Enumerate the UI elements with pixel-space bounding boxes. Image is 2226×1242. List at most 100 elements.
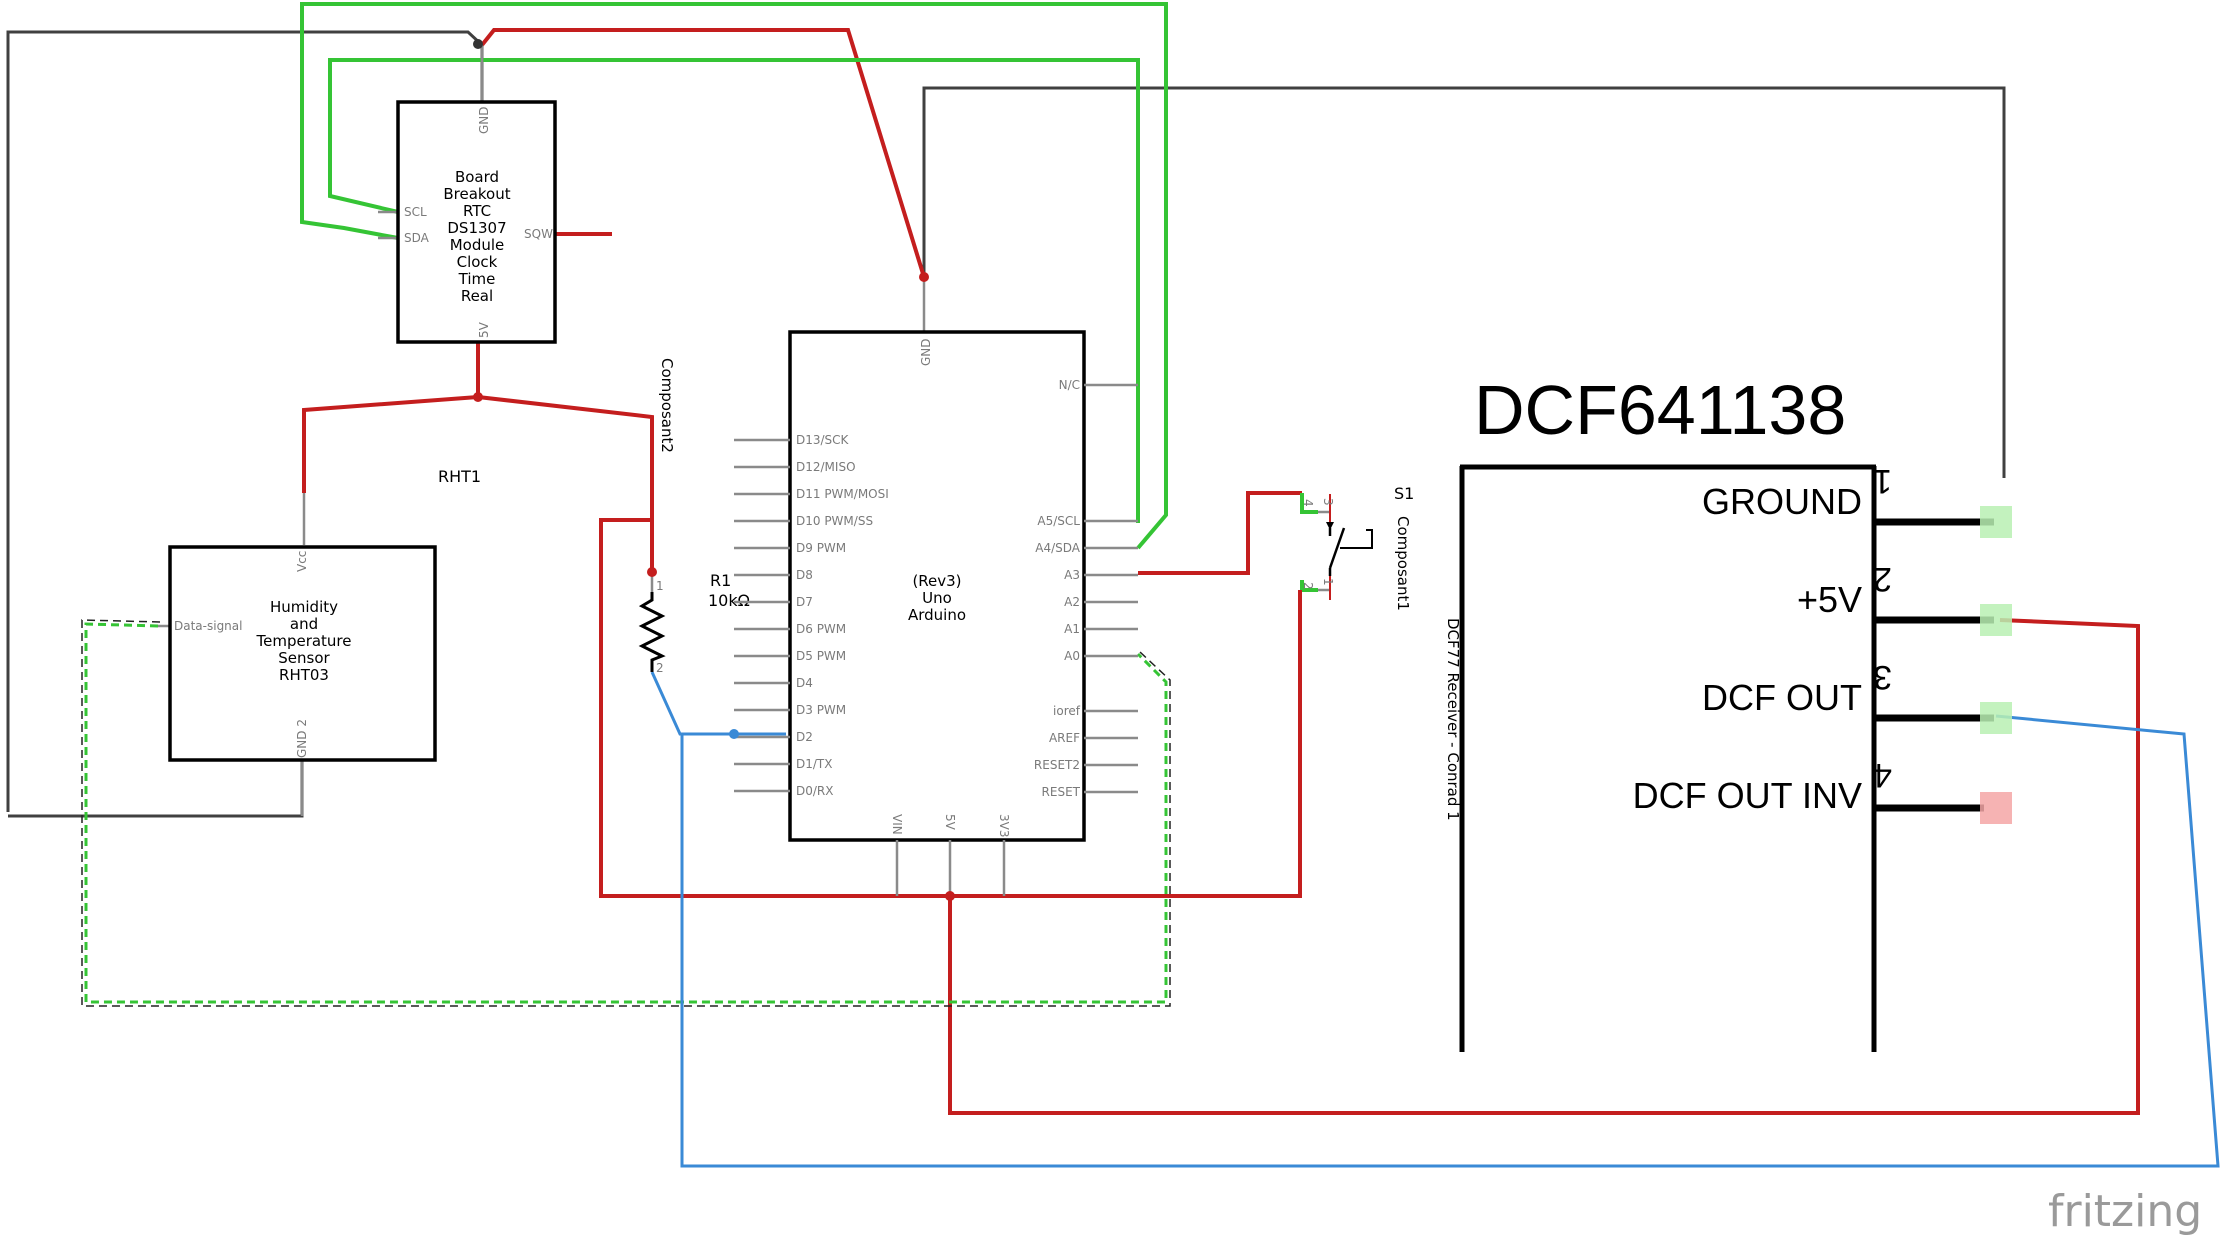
rht-title-line: Temperature [255,632,351,650]
dcf-side-label: DCF77 Receiver - Conrad 1 [1444,618,1462,821]
power-wire-rtc-gnd-to-arduino[interactable] [480,28,926,278]
wires [6,2,2220,1168]
switch-lever [1328,527,1346,569]
arduino-bottom-pin-label: 5V [943,814,957,831]
junction-dot [729,729,739,739]
rht-pin-gnd: GND 2 [295,719,309,758]
resistor-part: Composant2 [658,358,676,453]
dcf-pin-number: 2 [1873,560,1892,598]
arduino-left-pin-label: D2 [796,730,813,744]
resistor-pin1: 1 [656,579,664,593]
junction-dot [647,567,657,577]
resistor-zigzag [638,592,666,672]
data-wire-rht-a0-outline [81,619,1171,1007]
rtc-title-line: Time [458,270,496,288]
switch-pin-4: 4 [1301,499,1315,507]
arduino-left-pin-label: D10 PWM/SS [796,514,873,528]
arduino-right-pin-label: N/C [1059,378,1080,392]
arduino-right-pin-label: A2 [1064,595,1080,609]
junctions [473,39,955,901]
rht-pin-data: Data-signal [174,619,242,633]
arduino-left-pin-label: D3 PWM [796,703,846,717]
rtc-body [396,100,557,344]
arduino-right-pin-label: ioref [1053,704,1081,718]
signal-wire-resistor-d2[interactable] [650,671,786,736]
rht-title-line: RHT03 [279,666,329,684]
i2c-wire-scl[interactable] [328,58,1140,523]
resistor-value: 10kΩ [708,591,750,610]
dcf-pin-connected-marker[interactable] [1980,702,2012,734]
switch-actuator [1340,529,1373,549]
dcf-pin-connected-marker[interactable] [1980,604,2012,636]
dcf-pin-unconnected-marker[interactable] [1980,792,2012,824]
fritzing-logo: fritzing [2048,1186,2202,1237]
i2c-wire-sda[interactable] [300,2,1168,550]
power-wire-resistor[interactable] [477,395,654,572]
rtc-pin-5v: 5V [477,321,491,338]
arduino-left-pin-label: D11 PWM/MOSI [796,487,889,501]
ground-wire-dcf[interactable] [922,86,2006,478]
junction-dot [945,891,955,901]
power-wire-a3-switch[interactable] [1138,491,1302,575]
junction-dot [919,272,929,282]
dcf-pin-number: 1 [1873,462,1892,500]
rtc-pin-scl: SCL [404,205,427,219]
arduino-left-pin-label: D8 [796,568,813,582]
dcf-pin-name: GROUND [1702,481,1862,522]
rtc-title-line: Clock [457,253,498,271]
power-wire-rht-vcc[interactable] [302,395,479,493]
switch-pin-2: 2 [1301,582,1315,590]
power-wire-5v-bus[interactable] [599,518,1302,898]
rtc-pin-gnd: GND [477,106,491,134]
arduino-right-pin-label: A5/SCL [1037,514,1080,528]
signal-wire-dcf-out[interactable] [680,714,2220,1168]
dcf-pin-number: 4 [1873,756,1892,794]
arduino-left-pin-label: D9 PWM [796,541,846,555]
arduino-right-pin-label: A4/SDA [1035,541,1081,555]
rht-label: RHT1 [438,467,481,486]
dcf-pin-name: DCF OUT [1702,677,1862,718]
arduino-title-line: (Rev3) [912,572,961,590]
dcf-pin-name: +5V [1797,579,1862,620]
rtc-title-line: Breakout [443,185,510,203]
arduino-right-pin-label: A3 [1064,568,1080,582]
resistor-pin2: 2 [656,661,664,675]
dcf-title: DCF641138 [1474,371,1846,449]
rht-title-line: Sensor [278,649,330,667]
switch-pin-1: 1 [1321,578,1335,586]
arduino-title-line: Uno [922,589,952,607]
dcf-pin-name: DCF OUT INV [1633,775,1862,816]
rht-sensor[interactable]: RHT1 Vcc Data-signal GND 2 HumidityandTe… [158,467,481,816]
power-wire-5v-to-dcf[interactable] [948,618,2140,1115]
arduino-title-line: Arduino [908,606,966,624]
resistor-r1[interactable]: 1 2 R1 10kΩ Composant2 [638,358,750,675]
ground-wire-rht[interactable] [8,760,304,818]
rtc-module[interactable]: GND 5V SCL SDA SQW BoardBreakoutRTCDS130… [378,45,557,344]
switch-ref: S1 [1394,484,1414,503]
switch-pin-3: 3 [1321,498,1335,506]
arduino-left-pin-label: D0/RX [796,784,833,798]
arduino-body [788,330,1086,842]
dcf-pin-number: 3 [1873,658,1892,696]
rht-title-line: Humidity [270,598,338,616]
rtc-title-line: DS1307 [447,219,506,237]
switch-green-top [1300,493,1318,514]
arduino-right-pin-label: RESET [1042,785,1081,799]
arduino-left-pin-label: D1/TX [796,757,832,771]
data-wire-rht-a0[interactable] [84,622,1168,1004]
dcf-pin-connected-marker[interactable] [1980,506,2012,538]
arduino-pin-gnd: GND [919,338,933,366]
arduino-right-pin-label: RESET2 [1034,758,1080,772]
switch-arrow [1326,522,1334,530]
switch-s1[interactable]: 3 4 1 2 S1 Composant1 [1298,484,1414,611]
dcf-receiver[interactable]: DCF641138 DCF77 Receiver - Conrad 1 GROU… [1444,371,2012,1052]
arduino-left-pin-label: D6 PWM [796,622,846,636]
rht-pin-vcc: Vcc [295,551,309,572]
rtc-title-line: Module [450,236,505,254]
